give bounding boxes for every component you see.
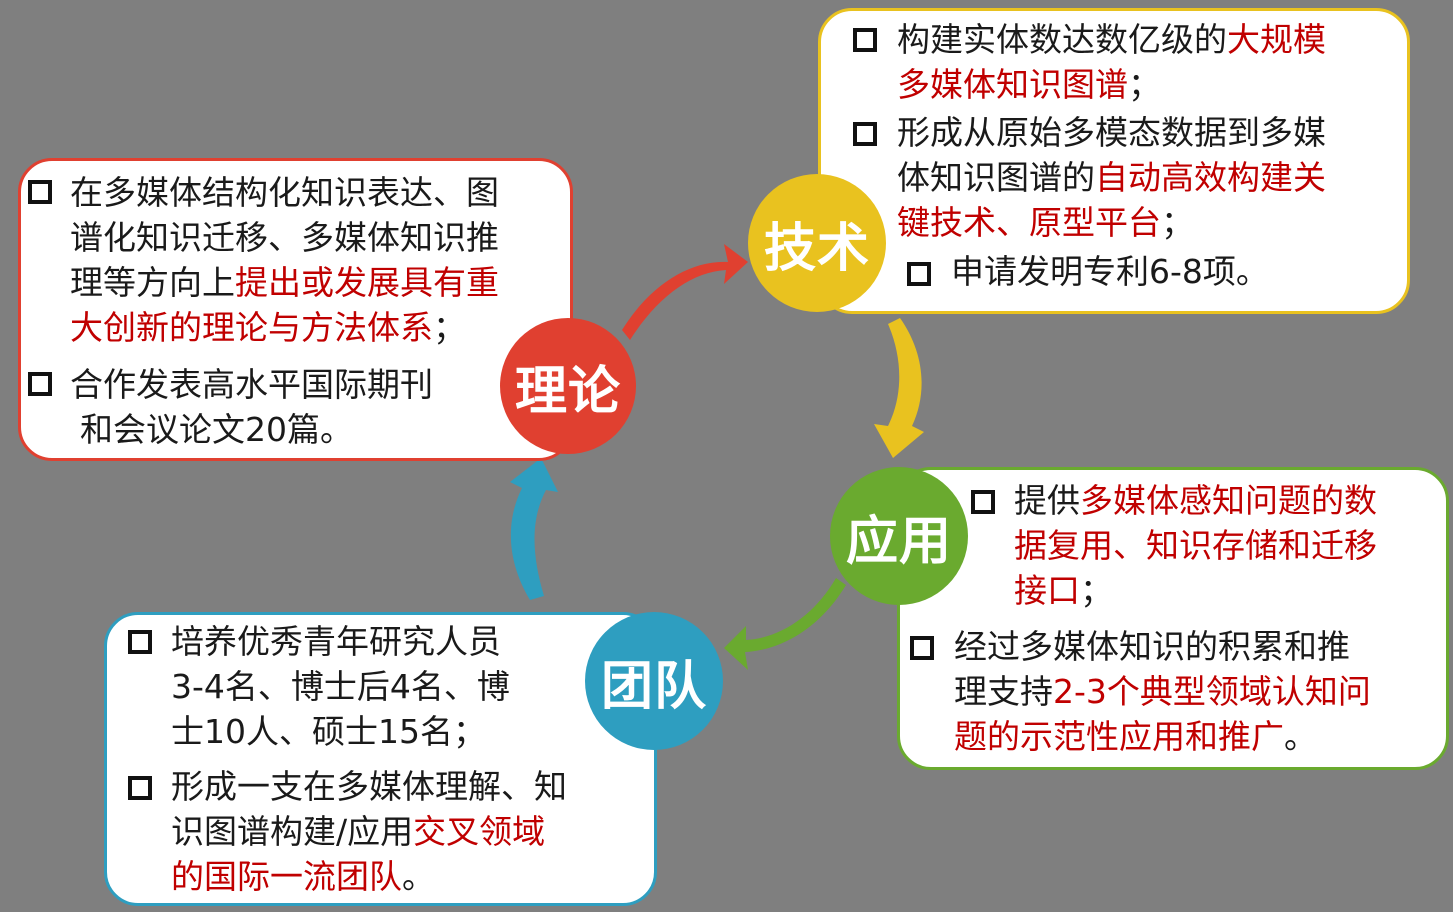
theory-box xyxy=(18,158,573,461)
theory-item-2: 合作发表高水平国际期刊 和会议论文20篇。 xyxy=(70,365,433,449)
bullet-square-icon xyxy=(853,122,877,146)
tech-item-2: 形成从原始多模态数据到多媒 体知识图谱的自动高效构建关 键技术、原型平台； xyxy=(897,113,1326,242)
bullet-square-icon xyxy=(907,262,931,286)
team-box xyxy=(104,612,657,906)
node-application: 应用 xyxy=(830,467,968,605)
tech-item-1: 构建实体数达数亿级的大规模 多媒体知识图谱； xyxy=(897,20,1326,104)
bullet-square-icon xyxy=(128,776,152,800)
bullet-square-icon xyxy=(971,490,995,514)
theory-item-1: 在多媒体结构化知识表达、图 谱化知识迁移、多媒体知识推 理等方向上提出或发展具有… xyxy=(70,173,499,347)
application-box xyxy=(897,467,1449,770)
arrow-team-to-theory xyxy=(510,458,558,600)
arrow-theory-to-tech xyxy=(622,244,748,340)
tech-item-3: 申请发明专利6-8项。 xyxy=(951,252,1269,291)
app-item-1: 提供多媒体感知问题的数 据复用、知识存储和迁移 接口； xyxy=(1014,481,1377,610)
app-item-2: 经过多媒体知识的积累和推 理支持2-3个典型领域认知问 题的示范性应用和推广。 xyxy=(954,627,1371,756)
bullet-square-icon xyxy=(28,180,52,204)
team-item-2: 形成一支在多媒体理解、知 识图谱构建/应用交叉领域 的国际一流团队。 xyxy=(171,767,567,896)
team-item-1: 培养优秀青年研究人员 3-4名、博士后4名、博 士10人、硕士15名； xyxy=(171,622,510,751)
bullet-square-icon xyxy=(910,636,934,660)
bullet-square-icon xyxy=(128,630,152,654)
bullet-square-icon xyxy=(28,372,52,396)
bullet-square-icon xyxy=(853,28,877,52)
node-theory: 理论 xyxy=(500,318,636,454)
arrow-tech-to-app xyxy=(874,318,924,458)
arrow-app-to-team xyxy=(724,578,846,670)
node-tech: 技术 xyxy=(748,174,886,312)
node-team: 团队 xyxy=(585,612,723,750)
